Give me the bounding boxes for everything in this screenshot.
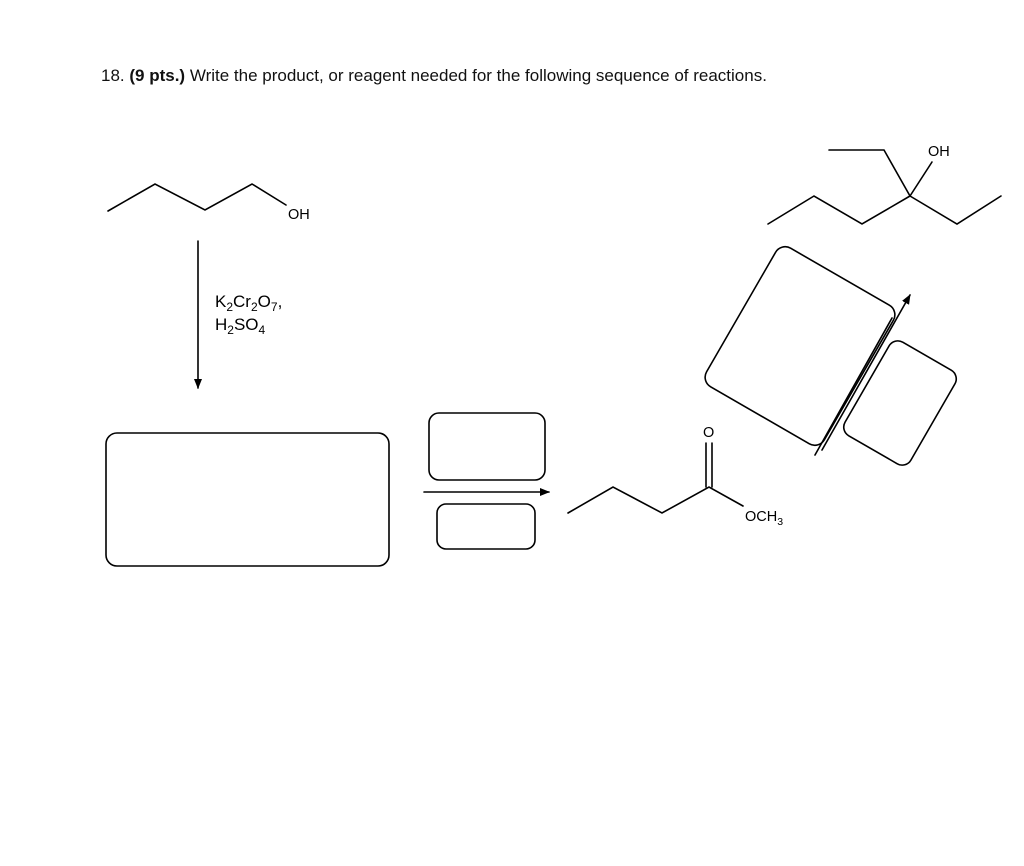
reagent-line2: H2SO4 <box>215 315 266 337</box>
question-points: (9 pts.) <box>129 66 186 85</box>
methyl-ester: O OCH3 <box>567 425 783 528</box>
starting-alcohol-oh-label: OH <box>288 207 310 223</box>
reagent-answer-box-bottom[interactable] <box>436 503 536 550</box>
step1-reagent: K2Cr2O7, H2SO4 <box>215 292 282 337</box>
starting-alcohol: OH <box>107 183 310 223</box>
tertiary-alcohol-oh-label: OH <box>928 144 950 160</box>
step3-arrow <box>821 294 911 451</box>
step3-reagent-answer-box-large[interactable] <box>701 243 899 450</box>
question-prompt: Write the product, or reagent needed for… <box>189 66 767 85</box>
step3-reagent-answer-box-small[interactable] <box>840 337 960 469</box>
step3-arrow-guide <box>814 317 893 456</box>
tertiary-alcohol-chain-left <box>767 195 911 225</box>
ester-chain <box>567 486 744 514</box>
tertiary-alcohol-chain-right <box>909 195 1002 225</box>
carbonyl-oxygen-label: O <box>703 425 714 441</box>
question-text: 18. (9 pts.) Write the product, or reage… <box>101 66 767 86</box>
reagent-line1: K2Cr2O7, <box>215 292 282 314</box>
tertiary-alcohol-ethyl <box>828 149 911 197</box>
methoxy-label: OCH3 <box>745 509 783 528</box>
question-number: 18. <box>101 66 125 85</box>
tertiary-alcohol: OH <box>767 144 1002 225</box>
reagent-answer-box-top[interactable] <box>428 412 546 481</box>
product-answer-box[interactable] <box>105 432 390 567</box>
tertiary-alcohol-oh-bond <box>909 161 933 197</box>
starting-alcohol-chain <box>107 183 287 212</box>
